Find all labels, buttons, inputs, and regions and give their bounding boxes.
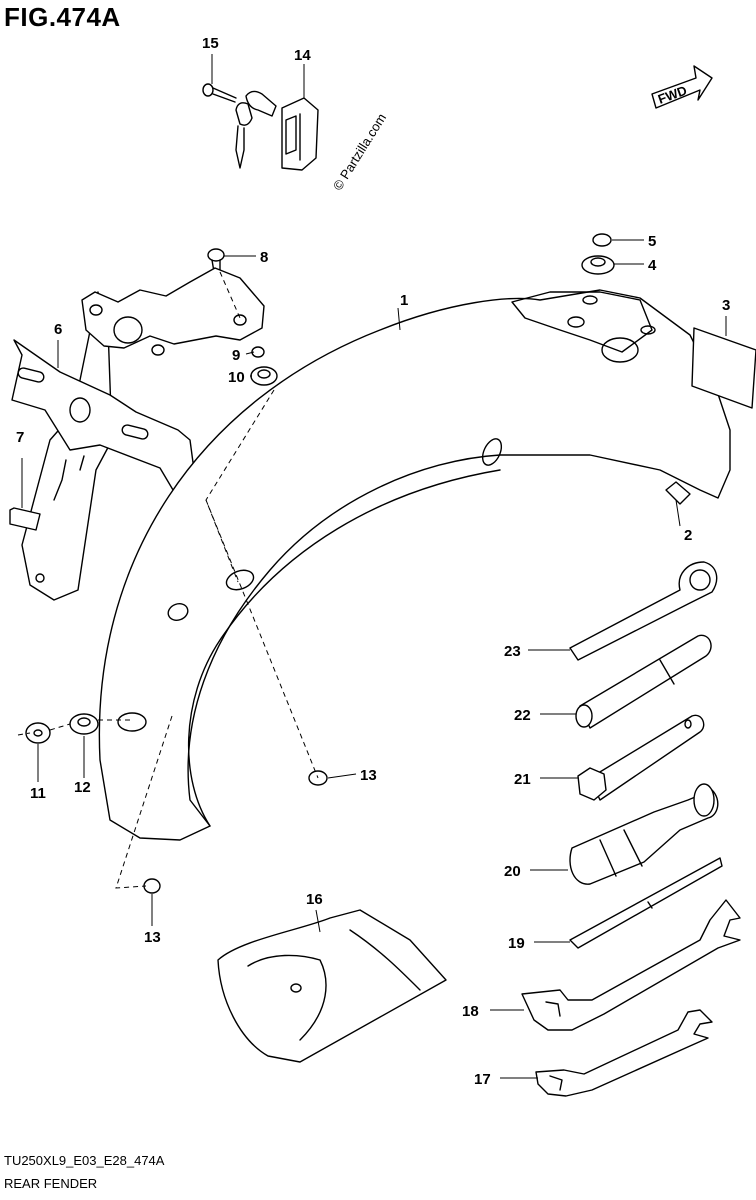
fwd-arrow-icon: FWD — [651, 65, 713, 109]
callout-11: 11 — [30, 785, 46, 802]
part-22-extension-bar — [575, 634, 712, 729]
part-16-tool-bag — [217, 909, 447, 1063]
callout-21: 21 — [514, 771, 531, 788]
part-12-grommet — [69, 713, 99, 735]
part-2-cushion — [665, 481, 691, 505]
callout-numbers: 1 2 3 4 5 6 7 8 9 10 11 12 13 13 14 15 1… — [16, 35, 730, 1088]
leader-lines — [21, 54, 727, 1079]
callout-8: 8 — [260, 249, 268, 266]
part-10-cushion — [250, 366, 278, 386]
part-11-washer — [25, 722, 51, 744]
callout-5: 5 — [648, 233, 656, 250]
callout-13-lower: 13 — [144, 929, 161, 946]
callout-14: 14 — [294, 47, 311, 64]
callout-22: 22 — [514, 707, 531, 724]
part-1-rear-fender — [98, 289, 731, 841]
part-15-screw — [202, 83, 237, 103]
callout-19: 19 — [508, 935, 525, 952]
part-21-box-wrench — [577, 714, 705, 801]
callout-20: 20 — [504, 863, 521, 880]
part-19-screwdriver-bit — [569, 857, 723, 949]
part-3-pad — [691, 327, 756, 409]
part-7-spacer — [9, 507, 41, 531]
callout-7: 7 — [16, 429, 24, 446]
callout-23: 23 — [504, 643, 521, 660]
installation-lines — [17, 271, 319, 889]
part-6-license-bracket — [11, 267, 265, 601]
callout-2: 2 — [684, 527, 692, 544]
callout-3: 3 — [722, 297, 730, 314]
part-13-nut-lower — [143, 878, 161, 894]
model-code: TU250XL9_E03_E28_474A — [4, 1153, 165, 1168]
fwd-label: FWD — [656, 83, 689, 107]
callout-12: 12 — [74, 779, 91, 796]
part-17-wrench-small — [535, 1009, 713, 1097]
part-4-cushion — [581, 255, 615, 275]
callout-10: 10 — [228, 369, 245, 386]
diagram-caption: REAR FENDER — [4, 1176, 98, 1191]
callout-6: 6 — [54, 321, 62, 338]
callout-16: 16 — [306, 891, 323, 908]
callout-15: 15 — [202, 35, 219, 52]
part-20-screwdriver-handle — [569, 783, 719, 885]
callout-13-upper: 13 — [360, 767, 377, 784]
callout-1: 1 — [400, 292, 408, 309]
callout-9: 9 — [232, 347, 240, 364]
part-23-wrench — [569, 561, 718, 661]
callout-4: 4 — [648, 257, 657, 274]
figure-title: FIG.474A — [4, 2, 121, 32]
part-18-wrench-large — [521, 899, 741, 1031]
callout-17: 17 — [474, 1071, 491, 1088]
part-5-collar — [592, 233, 612, 247]
callout-18: 18 — [462, 1003, 479, 1020]
part-14-helmet-lock — [235, 90, 319, 171]
